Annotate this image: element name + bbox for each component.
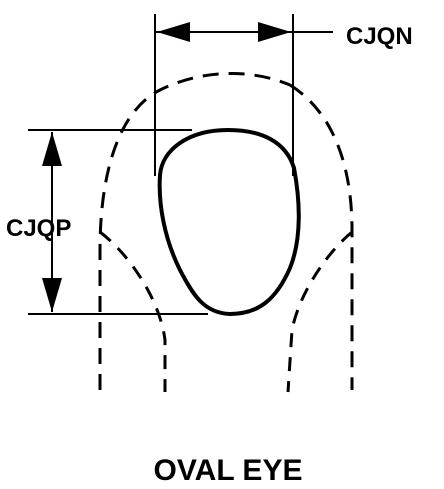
dashed-outer-left — [98, 72, 291, 390]
dashed-inner-eye — [99, 230, 353, 393]
dashed-outer-eye — [98, 72, 354, 390]
height-arrow-bottom-icon — [42, 278, 62, 312]
width-arrow-left-icon — [157, 22, 190, 42]
width-arrow-right-icon — [258, 22, 291, 42]
diagram-title: OVAL EYE — [154, 454, 303, 487]
dashed-inner-right — [286, 230, 353, 393]
width-label: CJQN — [346, 23, 413, 50]
dashed-outer-right — [289, 83, 354, 390]
height-label: CJQP — [6, 215, 71, 242]
dashed-inner-left — [99, 230, 167, 392]
height-arrow-top-icon — [42, 132, 62, 166]
oval-eye-outline — [157, 127, 301, 317]
